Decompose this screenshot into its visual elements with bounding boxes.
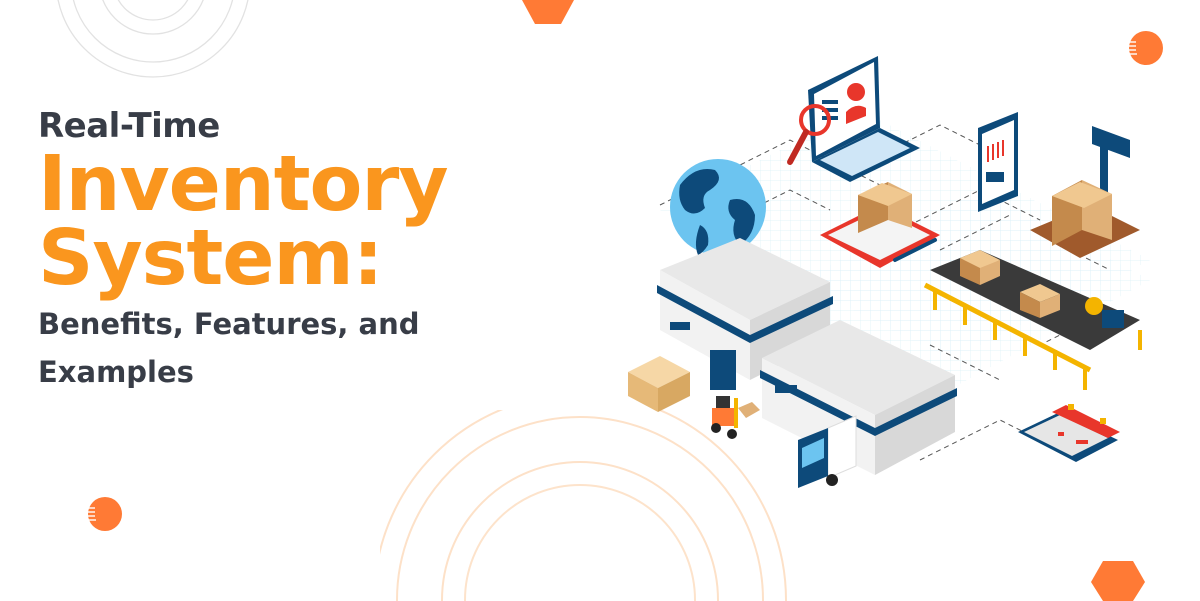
tablet-barcode-icon [978, 112, 1018, 212]
headline-line-2: Inventory [38, 140, 449, 229]
gray-rings-decoration [0, 0, 320, 90]
pallet-boxes-icon [628, 356, 690, 412]
orange-rings-decoration [380, 410, 800, 601]
warehouse-icon [657, 238, 957, 475]
conveyor-belt-icon [923, 250, 1142, 390]
delivery-truck-icon [798, 415, 857, 488]
weighing-scale-icon [1030, 126, 1140, 258]
laptop-icon [787, 56, 920, 182]
globe-icon [670, 159, 766, 255]
orange-dot-bottom-left [86, 496, 124, 532]
headline: Real-Time Inventory System: Benefits, Fe… [38, 104, 598, 396]
hexagon-shape-top [518, 0, 578, 26]
inventory-illustration [600, 40, 1180, 504]
subtitle-line-1: Benefits, Features, and [38, 307, 420, 341]
forklift-icon [711, 396, 760, 439]
calendar-icon [1018, 404, 1120, 462]
headline-line-1: Real-Time [38, 106, 220, 146]
headline-line-3: System: [38, 214, 384, 303]
hexagon-shape-bottom [1090, 560, 1150, 601]
orange-dot-top-right [1126, 30, 1166, 66]
clipboard-box-icon [820, 182, 940, 268]
subtitle-line-2: Examples [38, 355, 194, 389]
